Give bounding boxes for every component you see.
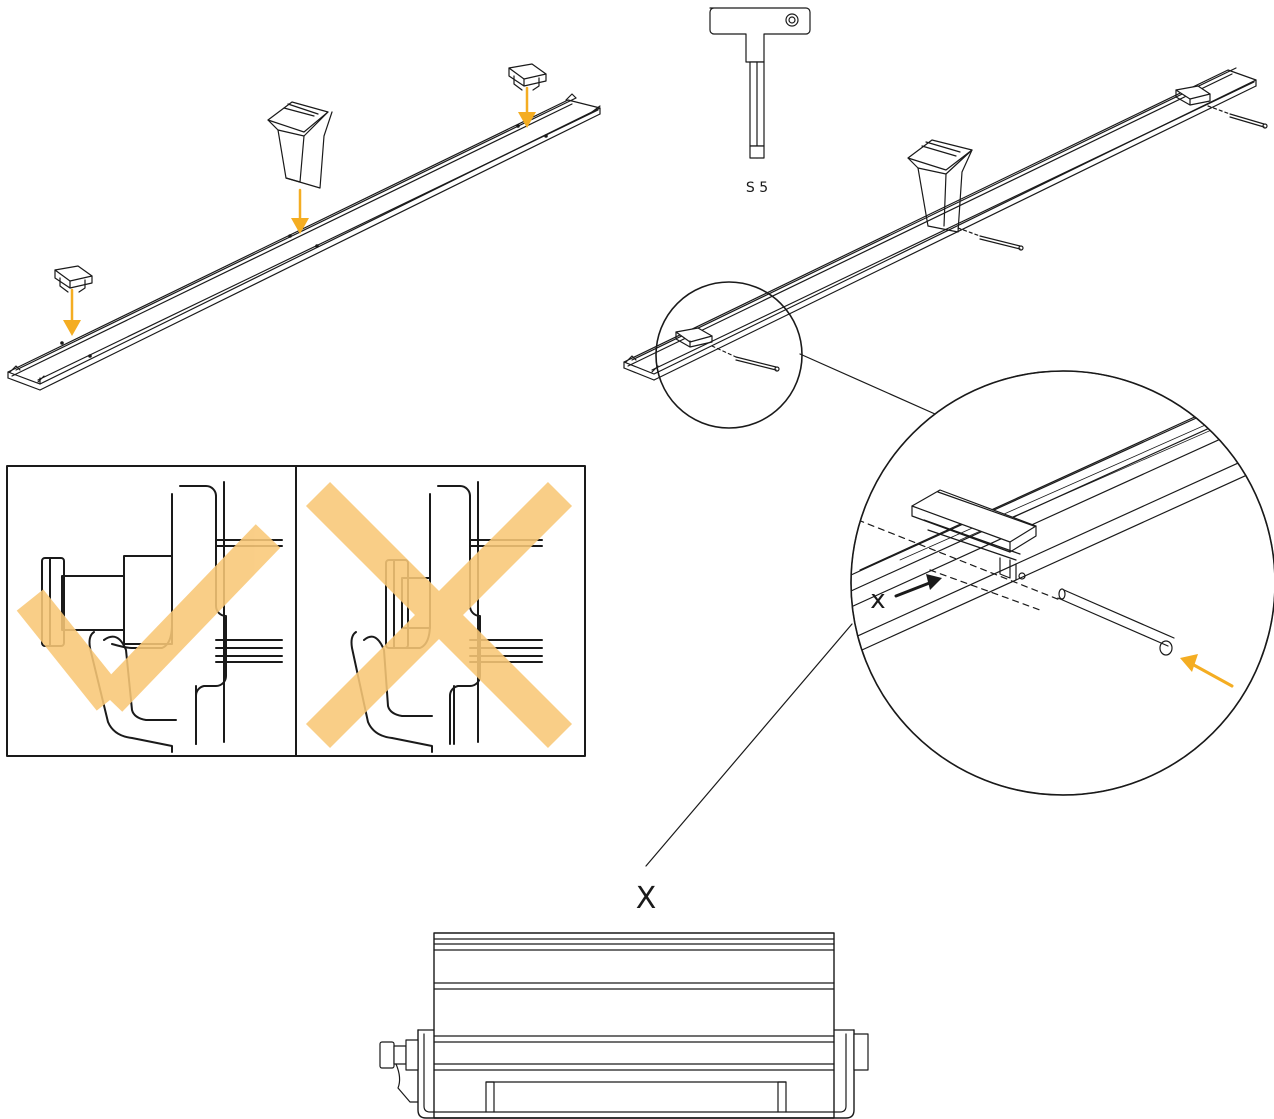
- left-rail: [7, 93, 601, 391]
- yellow-arrows-left: [63, 86, 536, 336]
- center-bracket-right: [907, 139, 973, 233]
- small-clip-left: [54, 265, 93, 293]
- direction-x-label: x: [870, 585, 885, 615]
- rail-end-view: [379, 932, 869, 1119]
- magnifier-connector: [799, 353, 945, 419]
- cross-icon: [305, 481, 573, 749]
- enlarged-detail: [850, 370, 1274, 796]
- view-x-label: X: [636, 881, 657, 916]
- rail-pins: [711, 105, 1268, 372]
- check-panel: [6, 465, 586, 757]
- rail-clip-far: [1175, 85, 1211, 106]
- tool-size-label: S 5: [746, 180, 768, 196]
- correct-fit-illustration: [41, 481, 283, 753]
- check-icon: [16, 524, 281, 712]
- rail-clip-near: [675, 327, 713, 348]
- view-x-leader: [645, 623, 853, 867]
- center-bracket-left: [267, 101, 333, 189]
- small-clip-right: [508, 63, 547, 91]
- right-rail: [623, 67, 1257, 381]
- t-handle-hex-key-icon: [709, 7, 811, 159]
